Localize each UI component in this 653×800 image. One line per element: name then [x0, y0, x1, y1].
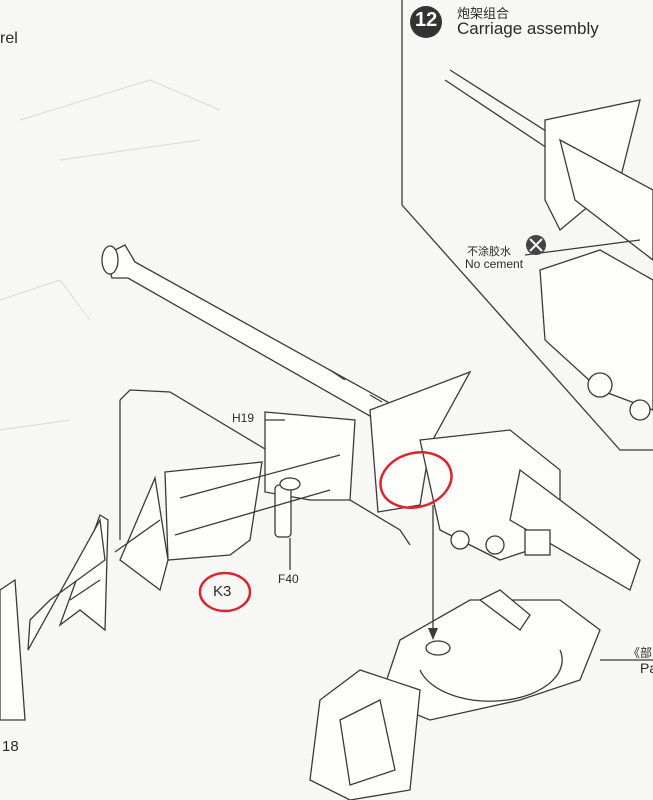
note-en: No cement	[465, 257, 524, 271]
part-label-k3: K3	[213, 583, 232, 600]
step-title-en: Carriage assembly	[457, 19, 599, 38]
step12-frame	[401, 0, 653, 451]
step-number: 12	[415, 9, 438, 31]
right-label-en: Pa	[640, 660, 653, 676]
highlight-circle-k3	[198, 571, 252, 613]
part-label-18: 18	[2, 738, 19, 755]
step-number-badge	[410, 6, 442, 38]
prev-step-title-fragment: rel	[0, 30, 18, 47]
note-cn: 不涂胶水	[467, 246, 511, 258]
part-label-h19: H19	[232, 411, 255, 425]
right-label-cn: 《部	[628, 646, 653, 660]
inset-gun-drawing	[444, 69, 653, 421]
exploded-shield-parts	[0, 389, 411, 721]
gun-mount-base	[309, 589, 601, 800]
gun-carriage	[419, 429, 641, 591]
step-title-cn: 炮架组合	[457, 6, 510, 21]
part-label-f40: F40	[278, 572, 299, 586]
background-ghost-lines	[0, 79, 221, 431]
highlight-circle-mount	[379, 451, 453, 509]
